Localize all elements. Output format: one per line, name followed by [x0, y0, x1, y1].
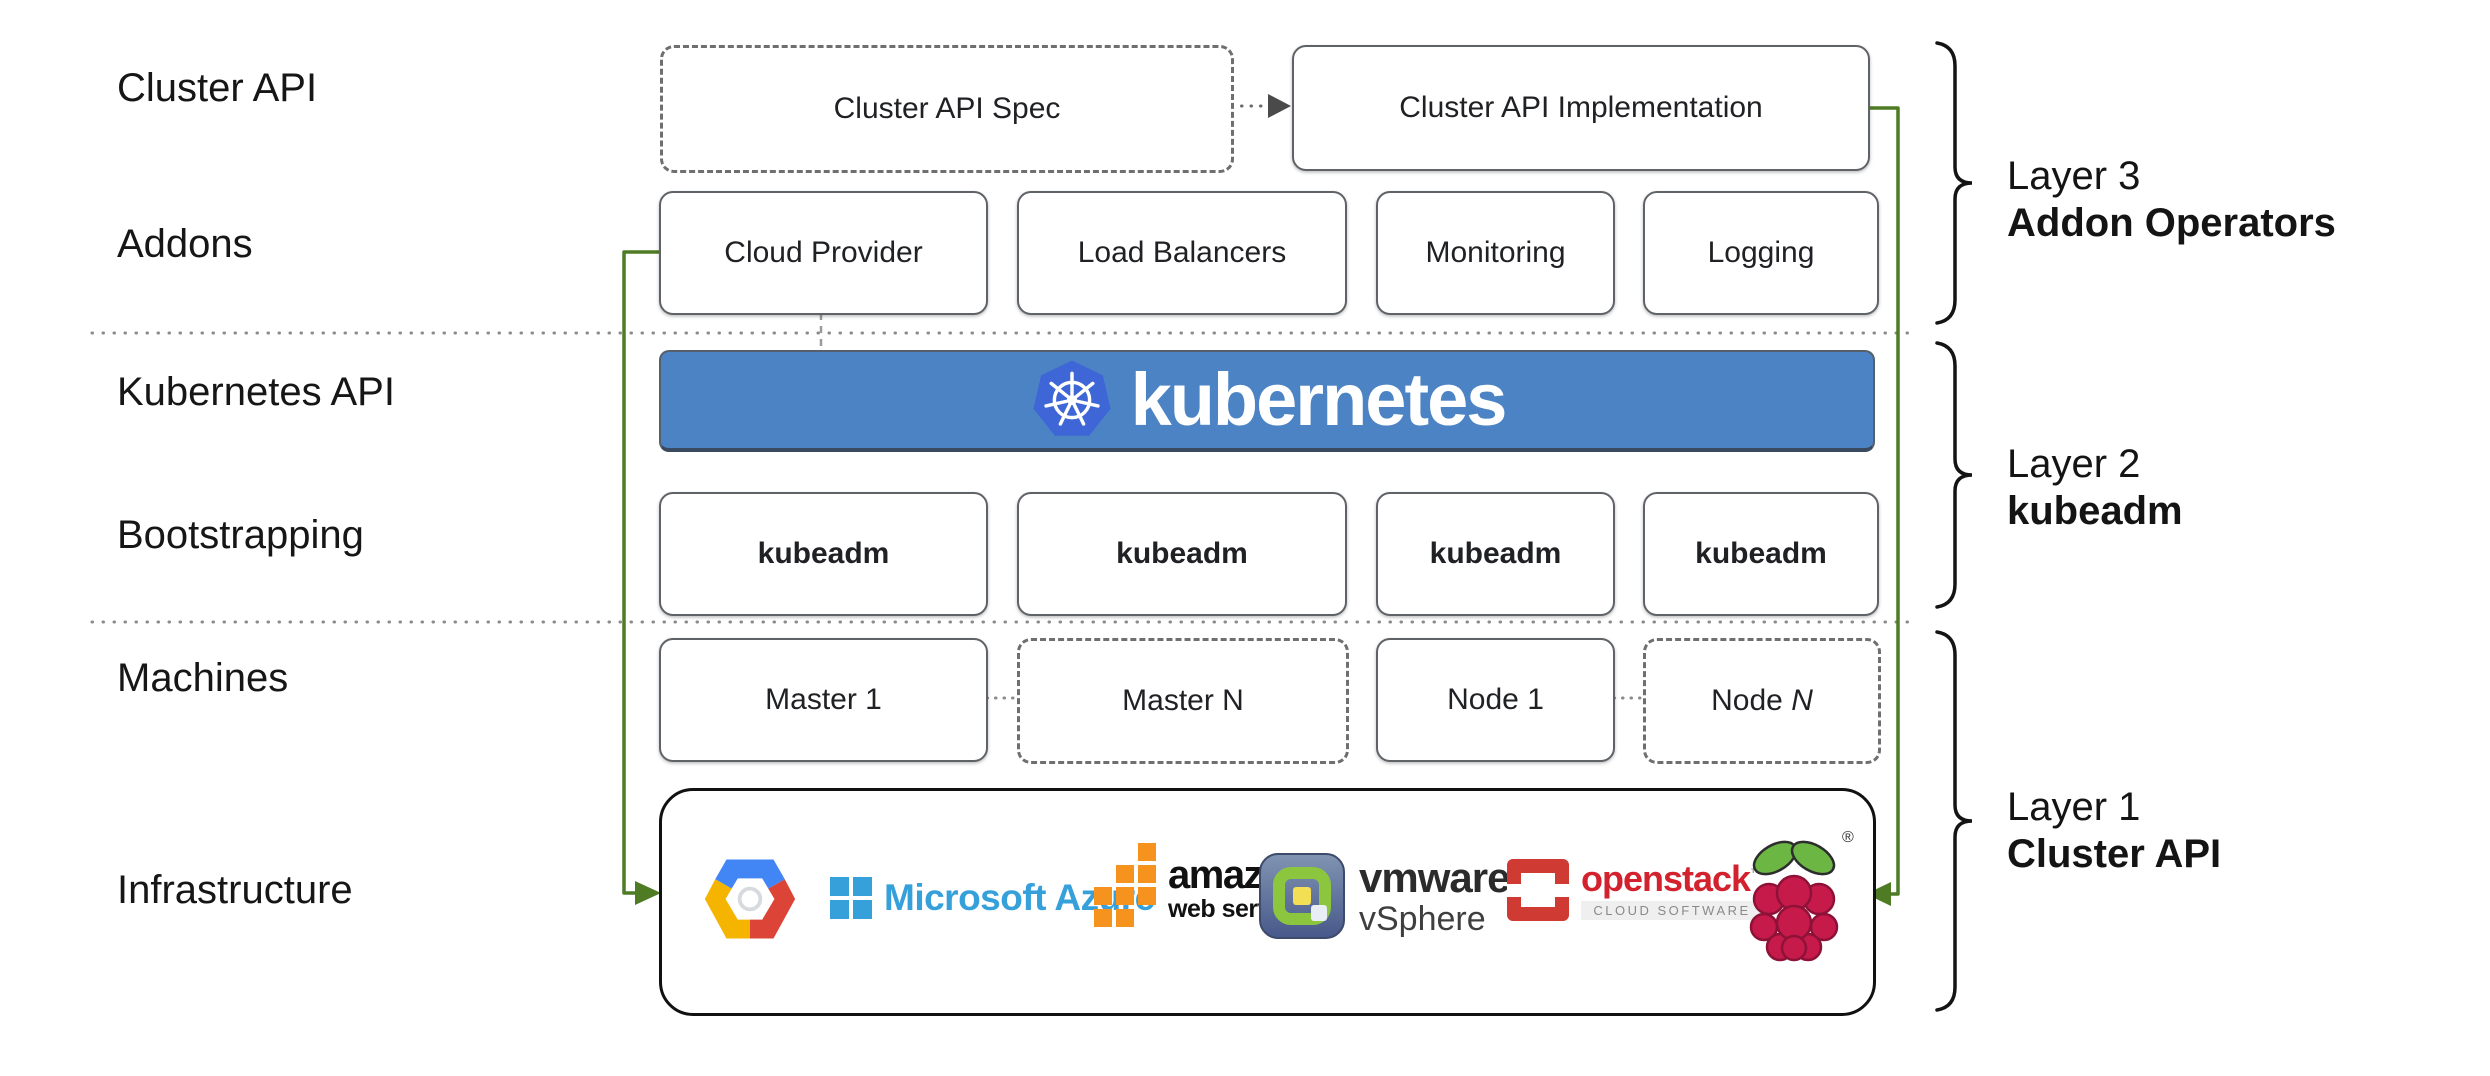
row-label-machines: Machines: [117, 656, 289, 700]
layer3-title: Layer 3: [2007, 154, 2141, 198]
row-label-cluster-api: Cluster API: [117, 66, 318, 110]
raspberry-pi-icon: [1749, 840, 1839, 962]
layer3-subtitle: Addon Operators: [2007, 201, 2336, 245]
layer2-brace: [1935, 341, 1973, 609]
machine-label: Node N: [1711, 684, 1813, 717]
layer2-label: Layer 2 kubeadm: [2007, 441, 2183, 535]
kubeadm-label: kubeadm: [1429, 537, 1562, 570]
kubernetes-wordmark: kubernetes: [1130, 358, 1508, 441]
machine-box-master-1: Master 1: [659, 638, 988, 762]
layer2-title: Layer 2: [2007, 442, 2141, 486]
green-line-left: [622, 250, 659, 895]
layer2-subtitle: kubeadm: [2007, 489, 2183, 533]
addon-box-cloud-provider: Cloud Provider: [659, 191, 988, 315]
addon-label: Cloud Provider: [724, 236, 923, 269]
cluster-api-spec-box: Cluster API Spec: [660, 45, 1234, 173]
openstack-logo: openstack™ CLOUD SOFTWARE: [1507, 857, 1764, 921]
layer3-brace: [1935, 41, 1973, 325]
machine-box-node-1: Node 1: [1376, 638, 1615, 762]
kubeadm-label: kubeadm: [1695, 537, 1827, 570]
openstack-wordmark-block: openstack™ CLOUD SOFTWARE: [1581, 857, 1764, 920]
machine-box-master-n: Master N: [1017, 638, 1349, 764]
vmware-wordmark-block: vmware® vSphere: [1359, 853, 1520, 938]
kubernetes-banner: kubernetes: [659, 350, 1875, 452]
vsphere-tile-icon: [1259, 853, 1345, 939]
machine-label: Master 1: [765, 683, 882, 716]
layer3-label: Layer 3 Addon Operators: [2007, 153, 2336, 247]
layer1-label: Layer 1 Cluster API: [2007, 784, 2221, 878]
kubernetes-logo-icon: [1033, 360, 1111, 436]
kubeadm-box-4: kubeadm: [1643, 492, 1879, 616]
cloud-software-label: CLOUD SOFTWARE: [1581, 900, 1764, 920]
openstack-wordmark: openstack™: [1581, 857, 1764, 899]
kubeadm-box-3: kubeadm: [1376, 492, 1615, 616]
google-cloud-hexagon-icon: [704, 859, 796, 939]
addon-box-load-balancers: Load Balancers: [1017, 191, 1347, 315]
cluster-api-implementation-box: Cluster API Implementation: [1292, 45, 1870, 171]
openstack-bracket-icon: [1507, 859, 1569, 921]
row-label-infrastructure: Infrastructure: [117, 868, 353, 912]
addon-label: Load Balancers: [1077, 236, 1287, 269]
raspberry-pi-registered-mark: ®: [1842, 829, 1854, 846]
addon-box-monitoring: Monitoring: [1376, 191, 1615, 315]
spec-to-impl-arrowhead: [1268, 94, 1291, 118]
cluster-api-implementation-label: Cluster API Implementation: [1399, 91, 1763, 124]
kubeadm-box-1: kubeadm: [659, 492, 988, 616]
machine-label: Node 1: [1447, 683, 1544, 716]
kubeadm-label: kubeadm: [1116, 537, 1248, 570]
google-cloud-logo: [703, 853, 797, 945]
aws-cubes-icon: [1094, 843, 1156, 927]
kubeadm-box-2: kubeadm: [1017, 492, 1347, 616]
microsoft-flag-icon: [830, 877, 872, 919]
addon-label: Monitoring: [1425, 236, 1566, 269]
row-label-kubernetes-api: Kubernetes API: [117, 370, 395, 414]
vmware-vsphere-logo: vmware® vSphere: [1259, 853, 1520, 939]
cluster-api-spec-label: Cluster API Spec: [833, 92, 1061, 125]
machine-box-node-n: Node N: [1643, 638, 1881, 764]
raspberry-pi-logo: ®: [1742, 829, 1854, 971]
kubeadm-label: kubeadm: [757, 537, 890, 570]
layer1-brace: [1935, 630, 1973, 1012]
layer1-title: Layer 1: [2007, 785, 2141, 829]
addon-label: Logging: [1707, 236, 1815, 269]
vmware-wordmark: vmware®: [1359, 853, 1520, 901]
addon-box-logging: Logging: [1643, 191, 1879, 315]
row-label-bootstrapping: Bootstrapping: [117, 513, 364, 557]
green-arrowhead-left: [635, 881, 661, 905]
row-label-addons: Addons: [117, 222, 253, 266]
infrastructure-box: Microsoft Azure amazon web services: [659, 788, 1876, 1016]
machine-label: Master N: [1122, 684, 1244, 717]
vsphere-label: vSphere: [1359, 899, 1486, 938]
layer1-subtitle: Cluster API: [2007, 832, 2222, 876]
